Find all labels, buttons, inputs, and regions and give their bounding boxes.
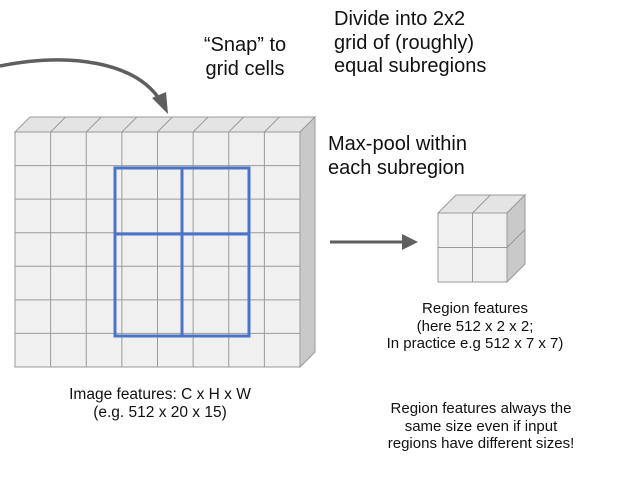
feature-grid-lines: [15, 116, 300, 367]
block-side-face: [299, 115, 316, 369]
maxpool-label-line: Max-pool within: [328, 133, 467, 155]
maxpool-label-line: each subregion: [328, 156, 465, 179]
right-arrow-head: [402, 234, 418, 250]
grid-line-top: [121, 116, 138, 133]
region-features-line: In practice e.g 512 x 7 x 7): [386, 335, 564, 353]
snap-label-line: grid cells: [205, 57, 285, 80]
snap-label: “Snap” to grid cells: [190, 34, 300, 81]
divide-label-line: grid of (roughly): [334, 31, 475, 54]
image-feature-block: [13, 115, 317, 369]
grid-line-top: [85, 116, 102, 133]
snap-label-line: “Snap” to: [203, 34, 287, 56]
cube-top-divider: [472, 194, 491, 214]
grid-line-top: [264, 116, 280, 133]
region-features-caption: Region features (here 512 x 2 x 2; In pr…: [330, 300, 620, 353]
grid-line-top: [50, 116, 66, 133]
grid-line-top: [157, 116, 173, 133]
divide-label-line: equal subregions: [334, 55, 487, 78]
region-features-line: Region features: [422, 300, 528, 317]
curved-arrow-head: [152, 92, 168, 114]
region-feature-cube: [436, 193, 527, 284]
image-features-line: Image features: C x H x W: [69, 386, 251, 403]
grid-line-top: [192, 116, 209, 133]
cube-side-divider: [506, 229, 526, 248]
image-features-line: (e.g. 512 x 20 x 15): [93, 404, 227, 422]
region-features-line: (here 512 x 2 x 2;: [416, 317, 534, 335]
divide-label-line: Divide into 2x2: [334, 8, 466, 30]
size-note-line: Region features always the: [390, 400, 572, 417]
curved-arrow-icon: [0, 58, 162, 101]
grid-line-top: [228, 116, 245, 133]
divide-label: Divide into 2x2 grid of (roughly) equal …: [334, 8, 574, 79]
size-note: Region features always the same size eve…: [336, 400, 626, 453]
size-note-line: same size even if input: [404, 417, 558, 435]
maxpool-label: Max-pool within each subregion: [328, 133, 548, 180]
size-note-line: regions have different sizes!: [387, 435, 575, 453]
image-features-caption: Image features: C x H x W (e.g. 512 x 20…: [20, 386, 300, 423]
